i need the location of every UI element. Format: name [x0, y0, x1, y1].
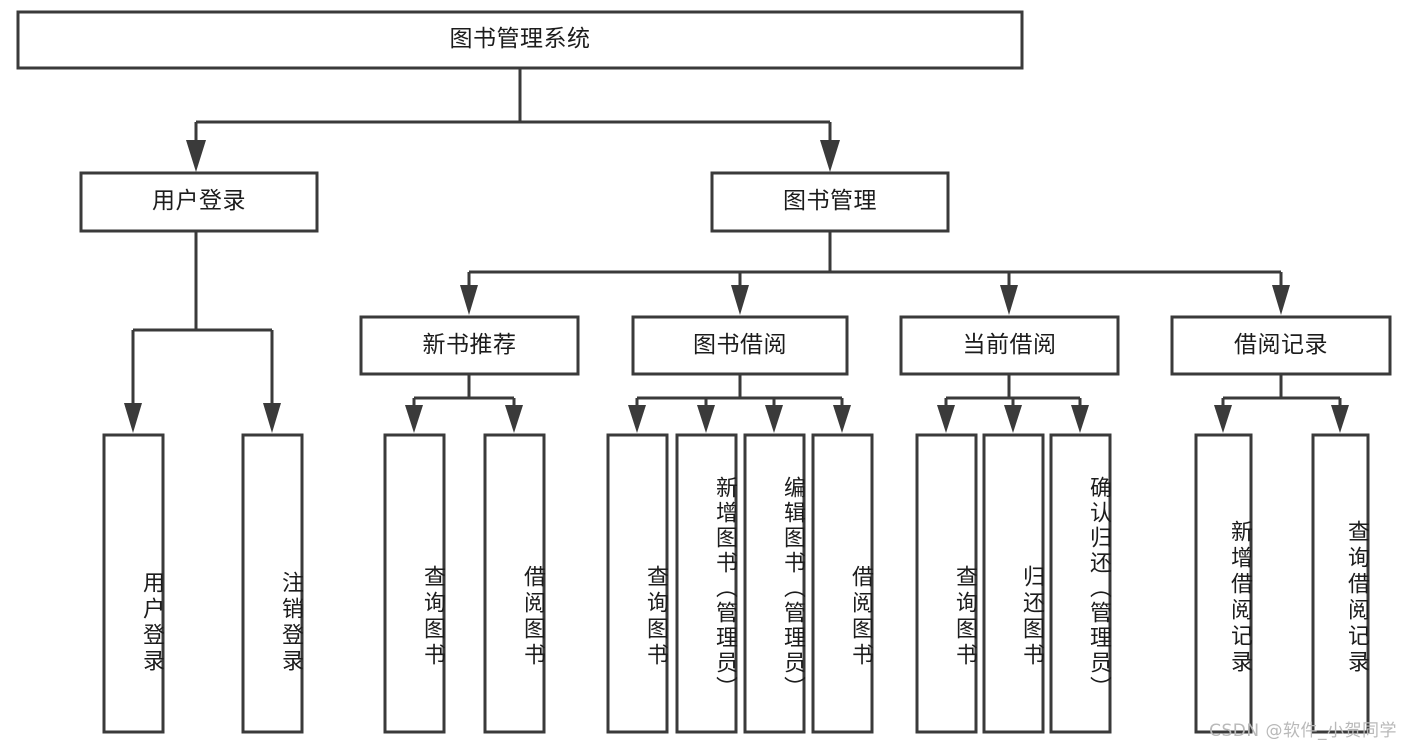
arrowhead-leaf-return-book [1004, 405, 1022, 433]
node-box-leaf-query-book-a[interactable] [383, 433, 446, 734]
node-box-new-book-recommend[interactable] [359, 315, 580, 376]
node-box-leaf-confirm-return[interactable] [1049, 433, 1112, 734]
arrowhead-book-borrow [731, 285, 749, 315]
arrowhead-leaf-borrow-book-b [833, 405, 851, 433]
arrowhead-leaf-edit-book [765, 405, 783, 433]
arrowhead-leaf-query-book-a [405, 405, 423, 433]
node-box-current-borrow[interactable] [899, 315, 1120, 376]
node-box-user-login[interactable] [79, 171, 319, 233]
connector-group-borrow-record [1214, 374, 1349, 433]
node-box-leaf-borrow-book-b[interactable] [811, 433, 874, 734]
arrowhead-leaf-add-record [1214, 405, 1232, 433]
arrowhead-leaf-query-book-c [937, 405, 955, 433]
arrowhead-current-borrow [1000, 285, 1018, 315]
node-box-leaf-logout-login[interactable] [241, 433, 304, 734]
node-box-leaf-user-login[interactable] [102, 433, 165, 734]
arrowhead-user-login [186, 140, 206, 172]
node-box-leaf-borrow-book-a[interactable] [483, 433, 546, 734]
arrowhead-leaf-user-login [124, 403, 142, 433]
connector-group-root [186, 68, 840, 172]
node-box-leaf-add-record[interactable] [1194, 433, 1253, 734]
arrowhead-leaf-confirm-return [1071, 405, 1089, 433]
csdn-watermark: CSDN @软件_小贺同学 [1209, 721, 1397, 741]
connector-group-book-borrow [628, 374, 851, 433]
arrowhead-leaf-query-record [1331, 405, 1349, 433]
connector-group-user-login [124, 231, 281, 433]
arrowhead-book-manage [820, 140, 840, 172]
arrowhead-borrow-record [1272, 285, 1290, 315]
node-box-leaf-edit-book[interactable] [743, 433, 806, 734]
node-box-borrow-record[interactable] [1170, 315, 1392, 376]
arrowhead-leaf-logout-login [263, 403, 281, 433]
node-box-leaf-query-record[interactable] [1311, 433, 1370, 734]
connector-group-current-borrow [937, 374, 1089, 433]
connector-group-book-manage [460, 231, 1290, 315]
node-box-leaf-query-book-c[interactable] [915, 433, 978, 734]
node-box-leaf-add-book[interactable] [675, 433, 738, 734]
node-box-book-manage[interactable] [710, 171, 950, 233]
node-box-root[interactable] [16, 10, 1024, 70]
node-box-leaf-query-book-b[interactable] [606, 433, 669, 734]
arrowhead-leaf-query-book-b [628, 405, 646, 433]
arrowhead-leaf-add-book [697, 405, 715, 433]
connector-group-new-book-recommend [405, 374, 523, 433]
node-box-book-borrow[interactable] [631, 315, 849, 376]
arrowhead-leaf-borrow-book-a [505, 405, 523, 433]
node-box-leaf-return-book[interactable] [982, 433, 1045, 734]
arrowhead-new-book-recommend [460, 285, 478, 315]
